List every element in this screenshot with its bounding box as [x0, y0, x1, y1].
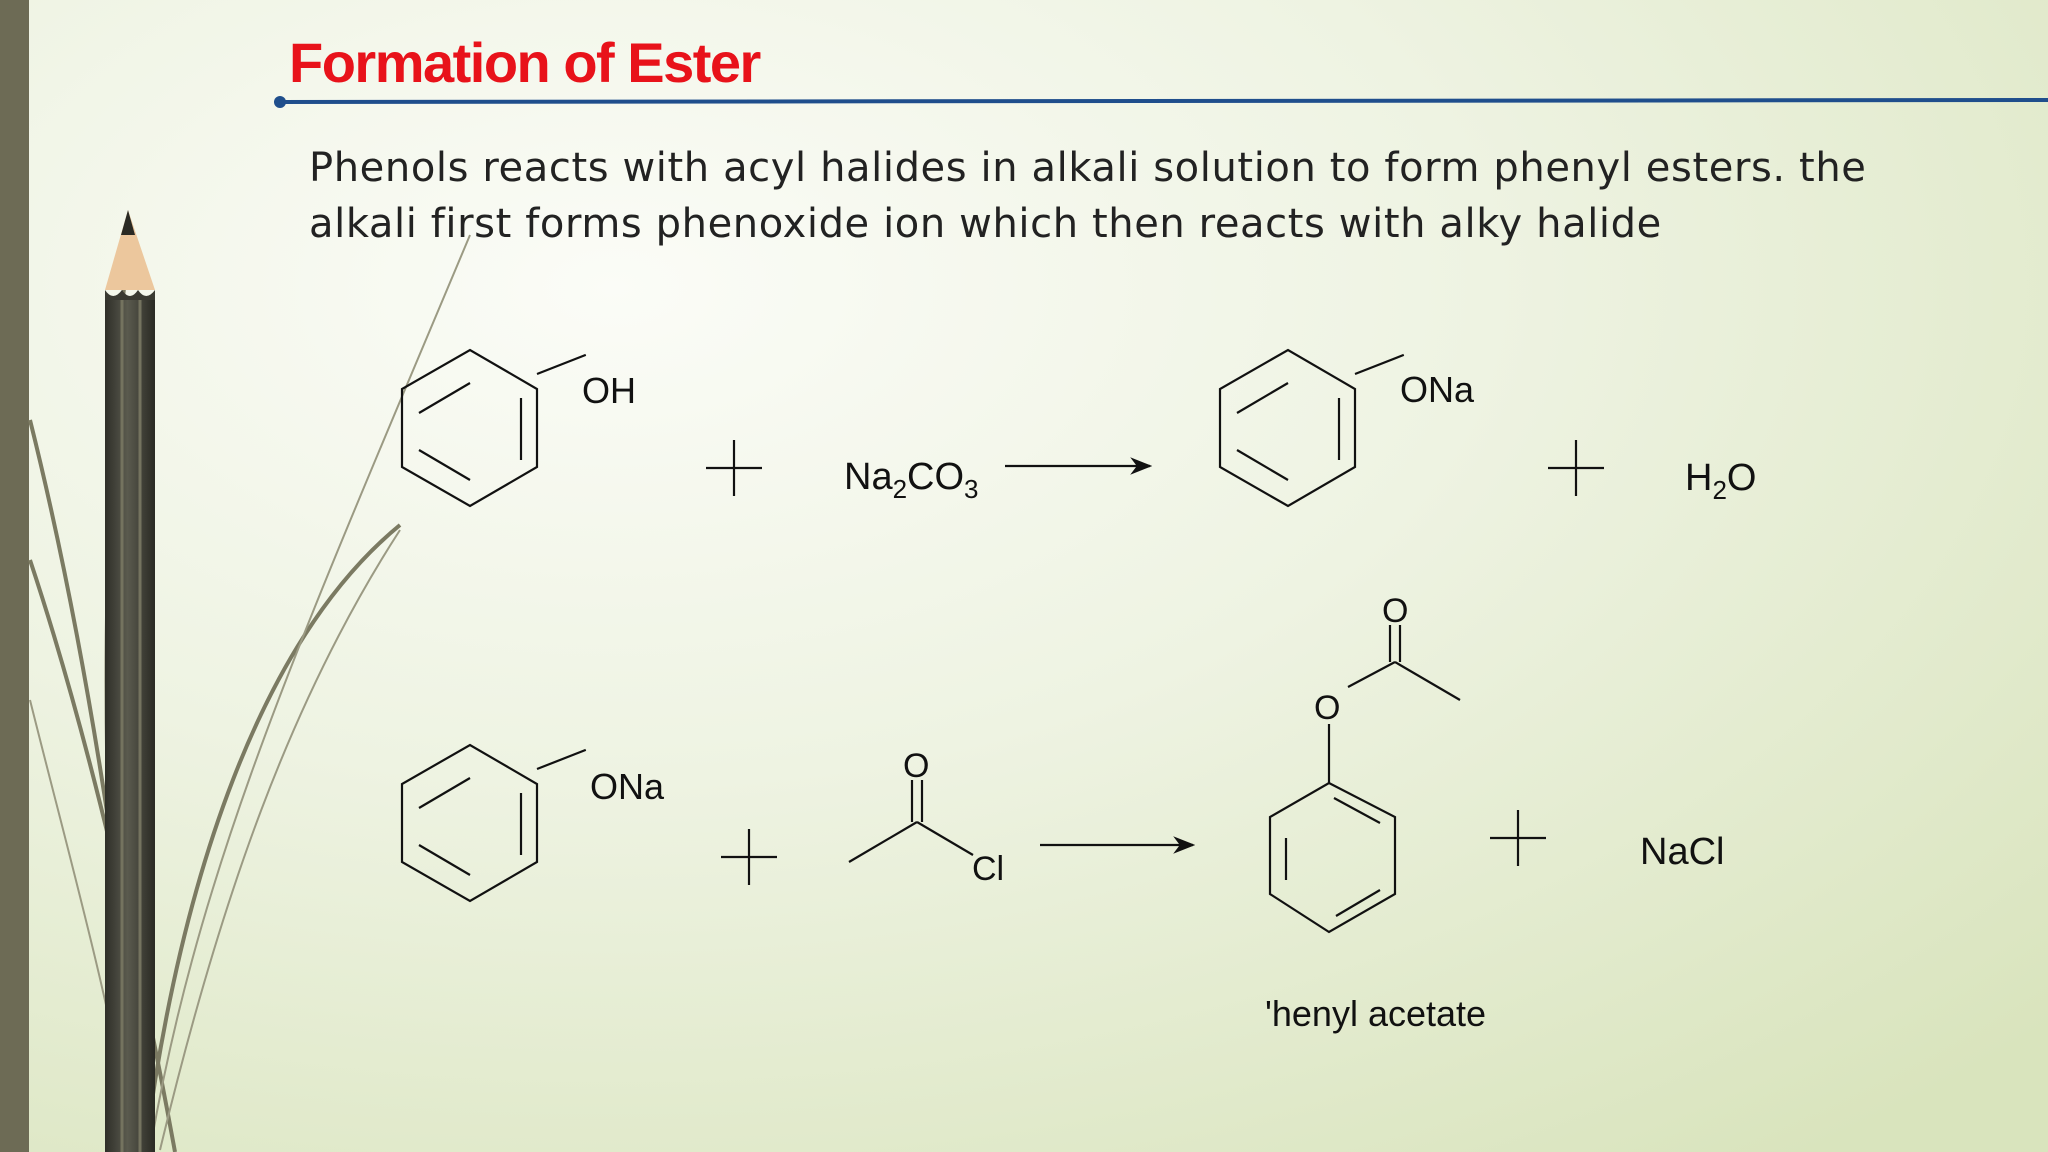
title-underline	[274, 96, 2048, 108]
intro-line-2: alkali first forms phenoxide ion which t…	[309, 201, 1662, 247]
sodium-phenoxide-product-ring	[1218, 348, 1405, 508]
phenol-oh-label: OH	[582, 370, 636, 411]
ester-carbonyl-oxygen-label: O	[1382, 592, 1408, 630]
phenyl-acetate-structure	[1268, 625, 1461, 934]
left-side-bar	[0, 0, 29, 1152]
slide-title: Formation of Ester	[289, 31, 761, 94]
pencil-body	[105, 300, 155, 1152]
phenol-benzene-ring	[400, 348, 587, 508]
water-label: H2O	[1685, 457, 1756, 505]
sodium-chloride-label: NaCl	[1640, 831, 1724, 873]
sodium-carbonate-label: Na2CO3	[844, 456, 979, 504]
reaction-1	[400, 348, 1604, 508]
phenoxide-reactant-ring	[400, 743, 587, 903]
acetyl-chloride-structure	[848, 780, 974, 863]
pencil-wood-tip	[105, 210, 155, 290]
acyl-chloride-label: Cl	[972, 850, 1004, 888]
ester-oxygen-label: O	[1314, 689, 1340, 727]
intro-paragraph: Phenols reacts with acyl halides in alka…	[309, 140, 1989, 252]
reaction-2	[400, 625, 1546, 934]
pencil-lead-tip	[121, 210, 135, 235]
reactant-ona-label: ONa	[590, 766, 665, 807]
acyl-oxygen-label: O	[903, 747, 929, 785]
product-name-caption: 'henyl acetate	[1265, 993, 1486, 1034]
pencil-decoration	[28, 210, 471, 1152]
product-ona-label: ONa	[1400, 369, 1475, 410]
intro-line-1: Phenols reacts with acyl halides in alka…	[309, 145, 1867, 191]
